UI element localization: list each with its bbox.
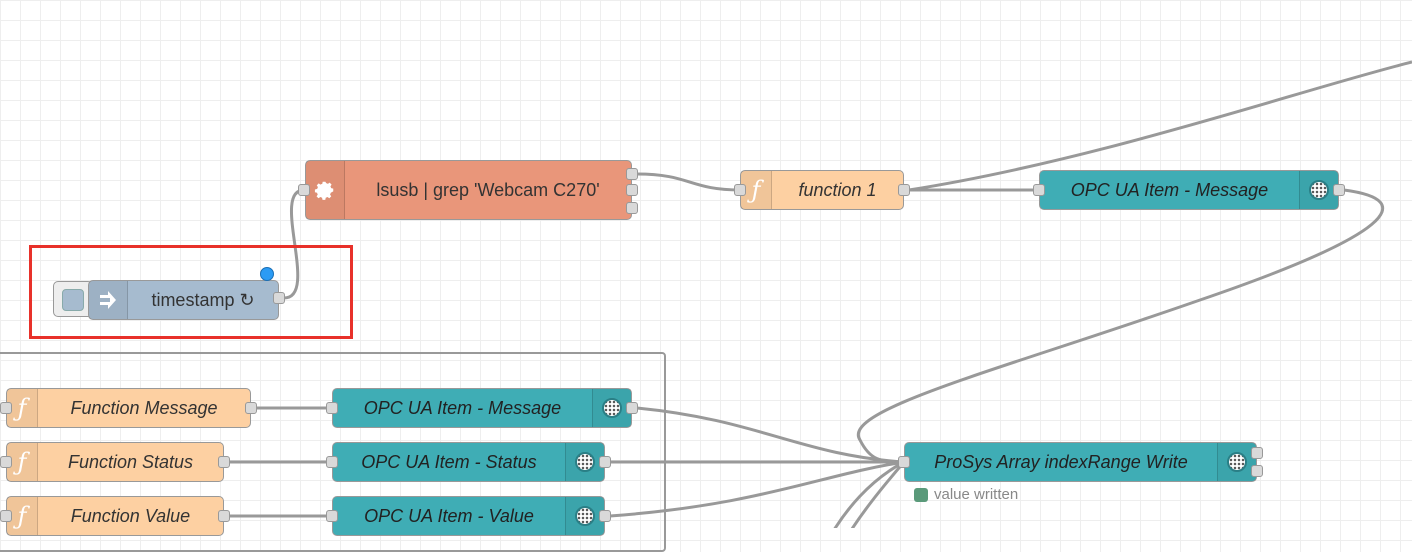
output-port[interactable] bbox=[1333, 184, 1345, 196]
changed-indicator bbox=[260, 267, 274, 281]
output-port-2[interactable] bbox=[1251, 465, 1263, 477]
node-label: function 1 bbox=[798, 179, 877, 200]
wire-opcvalue-prosys bbox=[609, 460, 905, 518]
wire-opc-prosys bbox=[856, 188, 1385, 464]
wire-lsusb-function1 bbox=[636, 172, 741, 192]
node-label: timestamp ↻ bbox=[151, 289, 255, 310]
output-port-stdout[interactable] bbox=[626, 168, 638, 180]
exec-node-lsusb[interactable]: lsusb | grep 'Webcam C270' bbox=[305, 160, 632, 220]
wire-timestamp-lsusb bbox=[283, 188, 305, 300]
node-label: Function Message bbox=[70, 397, 218, 418]
input-port[interactable] bbox=[326, 402, 338, 414]
opcua-icon bbox=[592, 389, 631, 427]
gear-icon bbox=[306, 161, 345, 219]
opcua-item-node-value[interactable]: OPC UA Item - Value bbox=[332, 496, 605, 536]
inject-node-timestamp[interactable]: timestamp ↻ bbox=[88, 280, 279, 320]
wires-layer bbox=[230, 60, 1412, 528]
inject-trigger-button[interactable] bbox=[53, 281, 93, 317]
node-label: ProSys Array indexRange Write bbox=[934, 451, 1188, 472]
node-status: value written bbox=[914, 486, 1018, 503]
input-port[interactable] bbox=[298, 184, 310, 196]
node-label: OPC UA Item - Status bbox=[361, 451, 537, 472]
input-port[interactable] bbox=[0, 456, 12, 468]
output-port[interactable] bbox=[218, 456, 230, 468]
output-port-1[interactable] bbox=[1251, 447, 1263, 459]
status-text: value written bbox=[934, 486, 1019, 503]
output-port[interactable] bbox=[626, 402, 638, 414]
input-port[interactable] bbox=[326, 510, 338, 522]
node-label: OPC UA Item - Value bbox=[364, 505, 534, 526]
opcua-item-node-message[interactable]: OPC UA Item - Message bbox=[332, 388, 632, 428]
input-port[interactable] bbox=[326, 456, 338, 468]
function-node-function1[interactable]: ƒ function 1 bbox=[740, 170, 904, 210]
wire-function1-offscreen bbox=[908, 60, 1412, 192]
inject-arrow-icon bbox=[89, 281, 128, 319]
opcua-client-node-prosys[interactable]: ProSys Array indexRange Write bbox=[904, 442, 1257, 482]
highlight-box bbox=[29, 245, 353, 339]
output-port[interactable] bbox=[273, 292, 285, 304]
input-port[interactable] bbox=[1033, 184, 1045, 196]
output-port-rc[interactable] bbox=[626, 202, 638, 214]
node-label: Function Status bbox=[67, 451, 194, 472]
output-port[interactable] bbox=[599, 510, 611, 522]
input-port[interactable] bbox=[0, 510, 12, 522]
wire-prosys-down1 bbox=[833, 460, 905, 528]
opcua-item-node-message-top[interactable]: OPC UA Item - Message bbox=[1039, 170, 1339, 210]
function-icon: ƒ bbox=[741, 171, 772, 209]
opcua-item-node-status[interactable]: OPC UA Item - Status bbox=[332, 442, 605, 482]
wire-opcmsg-prosys bbox=[636, 406, 905, 464]
function-icon: ƒ bbox=[7, 389, 38, 427]
output-port[interactable] bbox=[599, 456, 611, 468]
output-port[interactable] bbox=[218, 510, 230, 522]
function-node-message[interactable]: ƒ Function Message bbox=[6, 388, 251, 428]
node-label: lsusb | grep 'Webcam C270' bbox=[376, 179, 600, 200]
output-port-stderr[interactable] bbox=[626, 184, 638, 196]
output-port[interactable] bbox=[245, 402, 257, 414]
opcua-icon bbox=[1299, 171, 1338, 209]
opcua-icon bbox=[1217, 443, 1256, 481]
input-port[interactable] bbox=[0, 402, 12, 414]
node-label: OPC UA Item - Message bbox=[1070, 179, 1269, 200]
function-node-value[interactable]: ƒ Function Value bbox=[6, 496, 224, 536]
status-dot-icon bbox=[914, 487, 928, 502]
function-node-status[interactable]: ƒ Function Status bbox=[6, 442, 224, 482]
wire-prosys-down2 bbox=[850, 461, 906, 528]
opcua-icon bbox=[565, 443, 604, 481]
node-label: OPC UA Item - Message bbox=[363, 397, 562, 418]
input-port[interactable] bbox=[734, 184, 746, 196]
input-port[interactable] bbox=[898, 456, 910, 468]
function-icon: ƒ bbox=[7, 443, 38, 481]
output-port[interactable] bbox=[898, 184, 910, 196]
node-label: Function Value bbox=[70, 505, 191, 526]
